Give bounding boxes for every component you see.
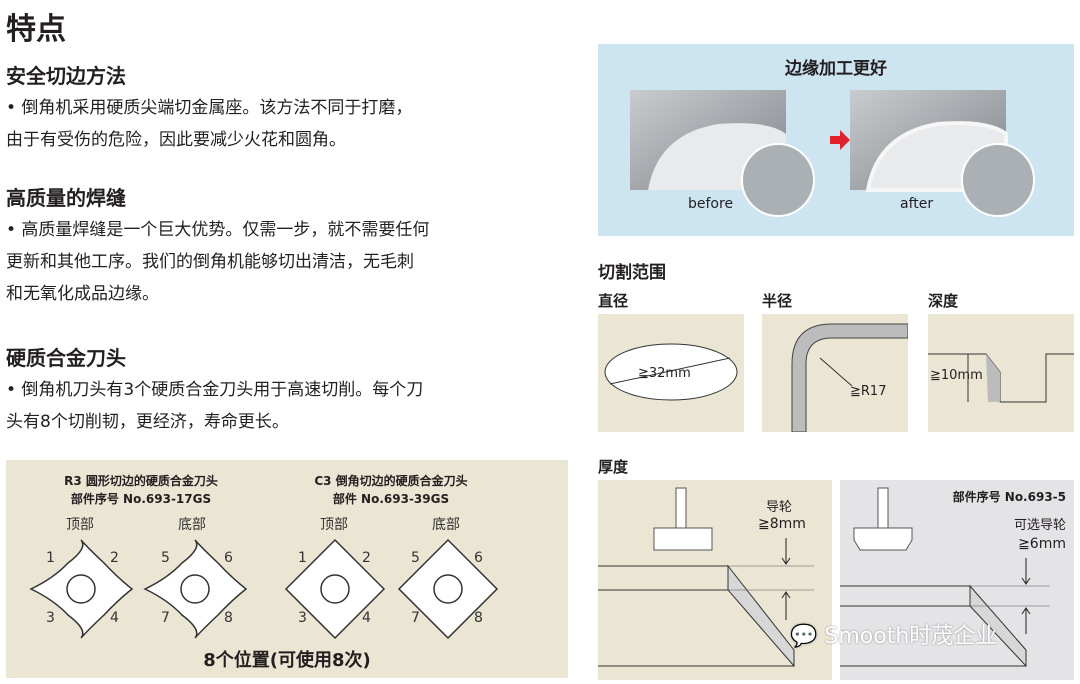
radius-panel: ≧R17 <box>762 314 908 432</box>
position-number: 3 <box>298 610 307 626</box>
position-number: 1 <box>46 550 55 566</box>
text-line: • 倒角机刀头有3个硬质合金刀头用于高速切削。每个刀 <box>6 380 424 400</box>
position-number: 1 <box>298 550 307 566</box>
section-heading: 硬质合金刀头 <box>6 346 126 370</box>
text-line: • 倒角机采用硬质尖端切金属座。该方法不同于打磨， <box>6 98 413 118</box>
section-heading: 高质量的焊缝 <box>6 186 126 210</box>
arrow-icon <box>830 130 850 150</box>
position-number: 3 <box>46 610 55 626</box>
depth-panel: ≧10mm <box>928 314 1074 432</box>
optional-guide-panel: 部件序号 No.693-5 可选导轮 ≧6mm <box>840 480 1074 680</box>
text-line: 由于有受伤的危险，因此要减少火花和圆角。 <box>6 130 346 150</box>
edge-panel: 边缘加工更好 before after <box>598 44 1074 236</box>
depth-value: ≧10mm <box>930 368 983 383</box>
c3-part: 部件 No.693-39GS <box>332 492 450 506</box>
position-number: 7 <box>411 610 420 626</box>
diameter-panel: ≧32mm <box>598 314 744 432</box>
positions-footer: 8个位置(可使用8次) <box>203 650 371 671</box>
section-text: • 倒角机刀头有3个硬质合金刀头用于高速切削。每个刀 头有8个切削韧，更经济，寿… <box>6 374 506 438</box>
diameter-value: ≧32mm <box>638 366 691 381</box>
position-number: 5 <box>161 550 170 566</box>
text-line: 和无氧化成品边缘。 <box>6 284 159 304</box>
guide-label: 导轮 <box>766 500 793 515</box>
position-number: 2 <box>362 550 371 566</box>
section-text: • 倒角机采用硬质尖端切金属座。该方法不同于打磨， 由于有受伤的危险，因此要减少… <box>6 92 506 156</box>
optional-guide-label: 可选导轮 <box>1013 518 1066 533</box>
guide-value: ≧8mm <box>758 516 806 532</box>
position-number: 5 <box>411 550 420 566</box>
after-label: after <box>900 196 934 212</box>
r3-title: R3 圆形切边的硬质合金刀头 <box>64 474 218 488</box>
optional-part-number: 部件序号 No.693-5 <box>952 490 1066 504</box>
position-number: 6 <box>224 550 233 566</box>
position-number: 8 <box>474 610 483 626</box>
watermark-text: Smooth时茂企业 <box>824 624 998 649</box>
text-line: • 高质量焊缝是一个巨大优势。仅需一步，就不需要任何 <box>6 220 430 240</box>
bottom-label: 底部 <box>432 517 460 533</box>
depth-label: 深度 <box>928 292 959 310</box>
position-number: 2 <box>110 550 119 566</box>
edge-photos <box>630 90 1035 217</box>
c3-title: C3 倒角切边的硬质合金刀头 <box>314 474 468 488</box>
bottom-label: 底部 <box>178 517 206 533</box>
edge-title: 边缘加工更好 <box>785 59 887 79</box>
inserts-panel: R3 圆形切边的硬质合金刀头 部件序号 No.693-17GS C3 倒角切边的… <box>6 460 568 678</box>
section-heading: 安全切边方法 <box>6 64 126 88</box>
wechat-icon: 💬 <box>790 624 818 649</box>
top-label: 顶部 <box>66 517 94 533</box>
range-title: 切割范围 <box>598 263 666 283</box>
radius-value: ≧R17 <box>850 384 887 399</box>
position-number: 6 <box>474 550 483 566</box>
position-number: 4 <box>110 610 119 626</box>
optional-guide-value: ≧6mm <box>1018 536 1066 552</box>
before-label: before <box>688 196 734 212</box>
text-line: 头有8个切削韧，更经济，寿命更长。 <box>6 412 289 432</box>
radius-label: 半径 <box>762 292 793 310</box>
section-text: • 高质量焊缝是一个巨大优势。仅需一步，就不需要任何 更新和其他工序。我们的倒角… <box>6 214 506 310</box>
position-number: 8 <box>224 610 233 626</box>
position-number: 7 <box>161 610 170 626</box>
thickness-title: 厚度 <box>598 458 629 476</box>
top-label: 顶部 <box>320 517 348 533</box>
position-number: 4 <box>362 610 371 626</box>
thickness-panel: 导轮 ≧8mm <box>598 480 832 680</box>
watermark: 💬 Smooth时茂企业 <box>790 618 997 650</box>
inserts-diagram <box>29 538 499 640</box>
text-line: 更新和其他工序。我们的倒角机能够切出清洁，无毛刺 <box>6 252 414 272</box>
diameter-label: 直径 <box>598 292 629 310</box>
page-title: 特点 <box>6 12 66 47</box>
r3-part: 部件序号 No.693-17GS <box>70 492 212 506</box>
